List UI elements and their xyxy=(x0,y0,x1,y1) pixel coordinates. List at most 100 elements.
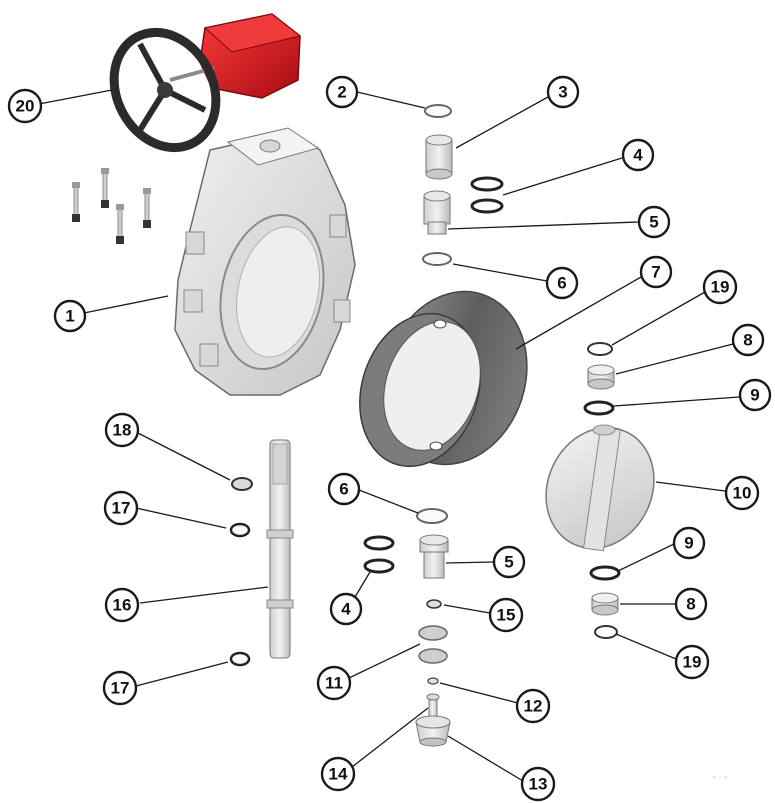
bolt-set xyxy=(72,168,151,244)
callout-label: 9 xyxy=(750,386,759,405)
callout-label: 19 xyxy=(711,278,730,297)
valve-body-lug xyxy=(183,289,203,313)
callout-label: 18 xyxy=(113,421,132,440)
callout-label: 12 xyxy=(524,697,543,716)
callout-6-upper: 6 xyxy=(545,266,579,300)
o-ring-part-17-upper xyxy=(229,522,251,538)
o-ring-part-15 xyxy=(426,599,442,609)
callout-5-lower: 5 xyxy=(492,545,526,579)
bolt xyxy=(72,182,80,222)
valve-body-bore-inner xyxy=(236,226,320,358)
callout-label: 8 xyxy=(686,595,695,614)
callout-label: 4 xyxy=(341,600,351,619)
callout-label: 13 xyxy=(529,775,548,794)
callout-20: 20 xyxy=(7,88,43,124)
valve-body-stem-hole xyxy=(259,139,281,153)
valve-body-part xyxy=(174,127,356,396)
callout-label: 14 xyxy=(329,765,348,784)
washers-part-11 xyxy=(418,625,448,664)
callout-13: 13 xyxy=(520,766,556,802)
callout-14: 14 xyxy=(320,756,356,792)
o-rings-part-4-lower xyxy=(363,535,395,574)
o-ring-part-19-lower xyxy=(594,625,618,639)
callout-16: 16 xyxy=(104,587,140,623)
callout-8-upper: 8 xyxy=(731,323,765,357)
callout-label: 6 xyxy=(339,480,348,499)
callout-12: 12 xyxy=(515,688,551,724)
callout-7: 7 xyxy=(639,255,673,289)
o-ring-part-9-lower xyxy=(589,565,621,581)
gearbox-top-face xyxy=(203,13,302,53)
callout-1: 1 xyxy=(53,299,87,333)
callout-18: 18 xyxy=(104,412,140,448)
callout-label: 16 xyxy=(113,596,132,615)
bolt xyxy=(143,188,151,228)
callout-17-upper: 17 xyxy=(103,490,139,526)
callout-19-lower: 19 xyxy=(674,644,710,680)
bushing-part-3 xyxy=(425,134,453,180)
callout-label: 15 xyxy=(497,606,516,625)
bolt xyxy=(101,168,109,208)
callout-9-lower: 9 xyxy=(672,526,706,560)
bushing-part-5-upper xyxy=(423,190,451,235)
callout-label: 2 xyxy=(337,83,346,102)
callout-8-lower: 8 xyxy=(674,587,708,621)
o-ring-part-9-upper xyxy=(583,400,615,416)
disc-part-10 xyxy=(545,424,655,552)
screw-part-14 xyxy=(426,693,440,718)
leader-lines xyxy=(38,89,740,782)
callout-3: 3 xyxy=(546,75,580,109)
callout-label: 11 xyxy=(325,674,343,693)
stem-part-16 xyxy=(266,439,294,659)
handwheel-rim xyxy=(109,27,221,153)
callout-4-upper: 4 xyxy=(621,138,655,172)
callout-19-upper: 19 xyxy=(702,269,738,305)
callout-label: 4 xyxy=(633,146,643,165)
callout-label: 19 xyxy=(683,653,702,672)
bushing-part-5-lower xyxy=(419,534,449,579)
callout-label: 6 xyxy=(557,274,566,293)
o-ring-part-19-upper xyxy=(587,342,613,356)
callout-9-upper: 9 xyxy=(738,378,772,412)
washer-part-6-upper xyxy=(422,252,452,266)
callout-6-lower: 6 xyxy=(327,472,361,506)
end-cap-part-13 xyxy=(415,715,451,747)
callout-label: 9 xyxy=(684,534,693,553)
valve-body-lug xyxy=(185,231,205,255)
callout-label: 5 xyxy=(649,213,658,232)
o-ring-part-17-lower xyxy=(229,651,251,667)
callout-5-upper: 5 xyxy=(637,205,671,239)
callout-17-lower: 17 xyxy=(102,670,138,706)
bolt xyxy=(116,204,124,244)
callout-label: 8 xyxy=(743,331,752,350)
o-ring-part-12 xyxy=(427,677,439,685)
handwheel-spoke xyxy=(137,42,168,92)
callout-label: 1 xyxy=(65,307,74,326)
washer-part-6-lower xyxy=(416,508,448,524)
gear-actuator-part xyxy=(109,13,302,153)
valve-body-lug xyxy=(329,214,347,238)
handwheel-hub xyxy=(157,82,173,98)
callout-11: 11 xyxy=(316,665,352,701)
bushing-part-8-upper xyxy=(587,364,615,390)
washer-part-2 xyxy=(424,104,452,118)
o-rings-part-4-upper xyxy=(470,176,504,214)
callout-15: 15 xyxy=(488,597,524,633)
footer-mark: - · - xyxy=(712,772,728,783)
liner-part-7 xyxy=(359,290,528,468)
callout-label: 17 xyxy=(112,499,131,518)
callout-label: 5 xyxy=(504,553,513,572)
callout-label: 3 xyxy=(558,83,567,102)
callout-label: 17 xyxy=(111,679,130,698)
o-ring-part-18 xyxy=(231,477,253,491)
callout-10: 10 xyxy=(724,475,760,511)
bushing-part-8-lower xyxy=(591,592,619,616)
callout-label: 20 xyxy=(16,97,35,116)
callout-4-lower: 4 xyxy=(329,592,363,626)
callout-label: 10 xyxy=(733,484,752,503)
valve-body-lug xyxy=(333,299,351,323)
valve-body-lug xyxy=(199,343,219,367)
callout-2: 2 xyxy=(325,75,359,109)
callout-label: 7 xyxy=(651,263,660,282)
